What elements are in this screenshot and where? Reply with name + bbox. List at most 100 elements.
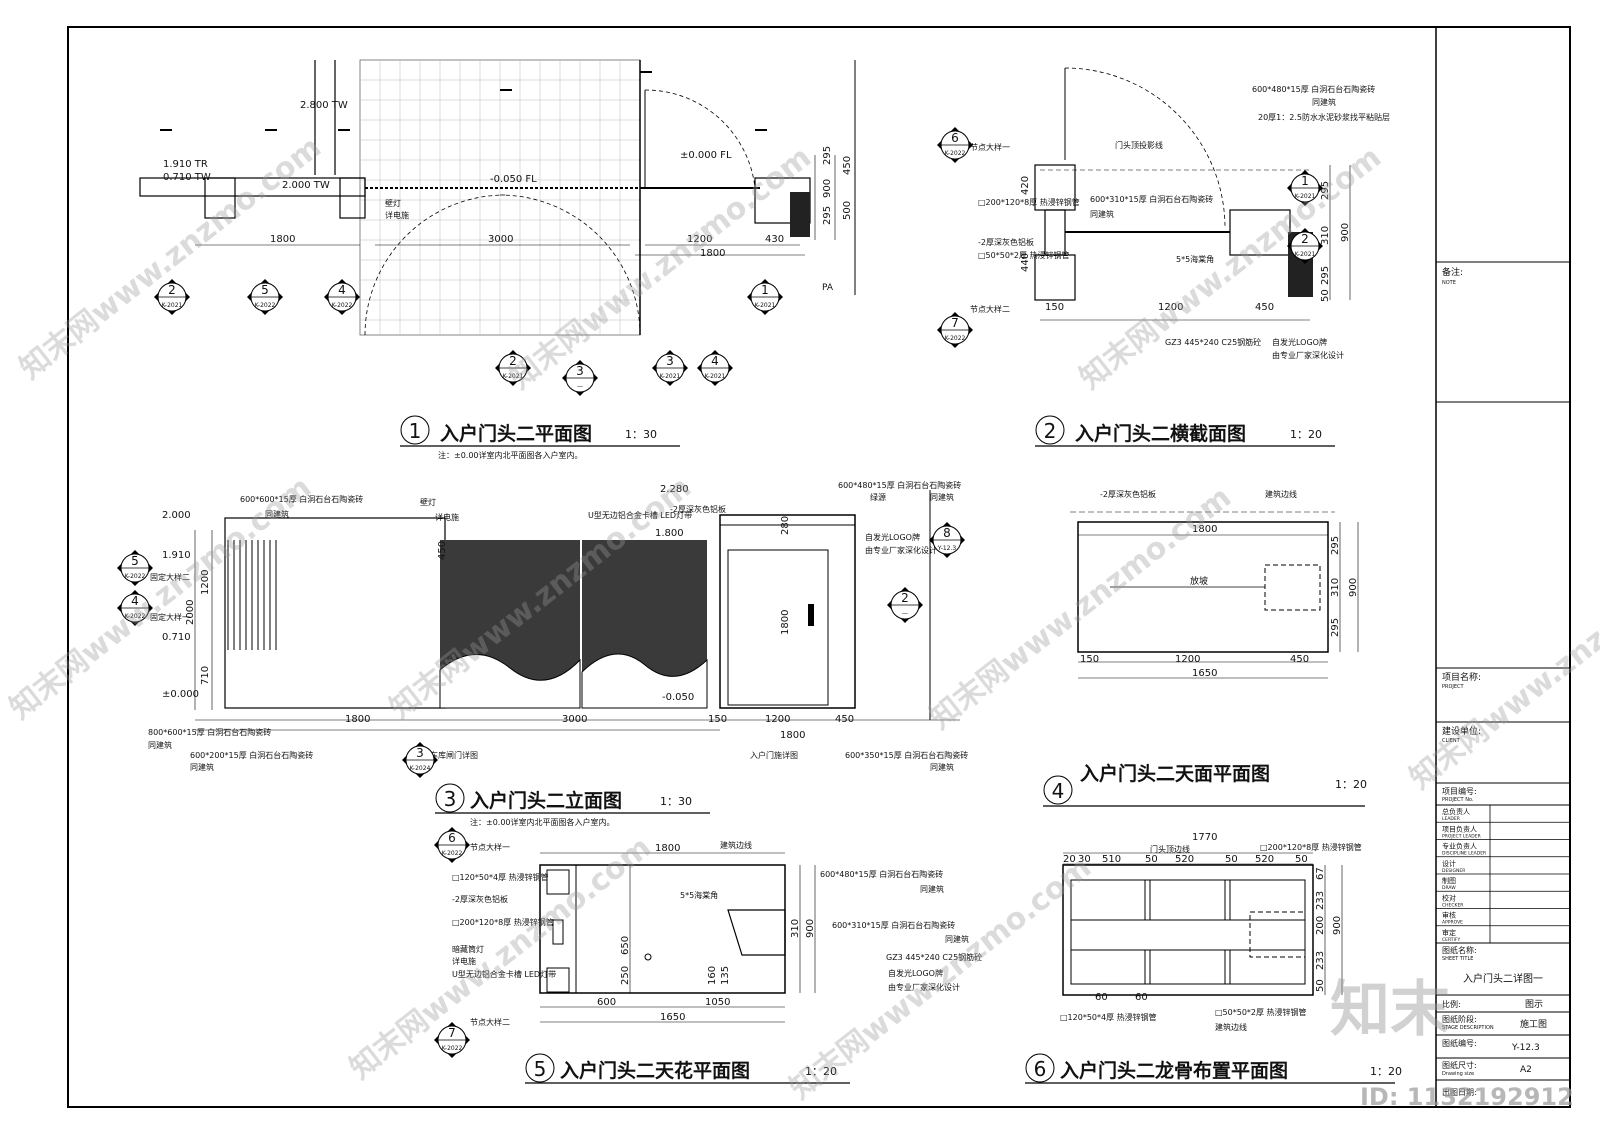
tb-note-label: 备注: — [1442, 266, 1463, 278]
tb-size-en: Drawing size — [1442, 1071, 1474, 1077]
c5-note-14: GZ3 445*240 C25钢筋砼 — [886, 952, 982, 962]
tb-row-cn: 设计 — [1442, 859, 1456, 868]
callout-sheet: K-2021 — [1295, 193, 1316, 200]
s2-note-6: 600*310*15厚 白洞石台石陶瓷砖 — [1090, 194, 1213, 204]
f6-note-2: □120*50*4厚 热浸锌钢管 — [1060, 1012, 1157, 1022]
plan1-dim-5: 295 — [822, 146, 833, 165]
plan1-elev-3: 2.000 TW — [282, 180, 330, 191]
tb-number-label: 图纸编号: — [1442, 1038, 1477, 1048]
callout-sheet: Y-12.3 — [937, 545, 957, 552]
tb-client-label: 建设单位: — [1442, 725, 1481, 737]
callout-number: 5 — [261, 283, 269, 297]
title-2: 入户门头二横截面图 — [1075, 422, 1246, 445]
s2-note-12: GZ3 445*240 C25钢筋砼 — [1165, 337, 1261, 347]
s2-note-0: 600*480*15厚 白洞石台石陶瓷砖 — [1252, 84, 1375, 94]
s2-dim-7: 900 — [1340, 223, 1351, 242]
f6-dim-14: 900 — [1332, 916, 1343, 935]
f6-note-3: □50*50*2厚 热浸锌钢管 — [1215, 1007, 1307, 1017]
e3-note-7: 同建筑 — [930, 492, 954, 502]
plan1-elev-0: 1.910 TR — [163, 159, 208, 170]
callout-sheet: K-2022 — [125, 573, 146, 580]
tb-stage-en: STAGE DESCRIPTION — [1442, 1025, 1494, 1031]
title-1-note: 注：±0.00详室内北平面图各入户室内。 — [438, 450, 583, 460]
drawing-1-plan: 1800 1200 1800 430 3000 295 450 295 500 … — [139, 59, 856, 460]
f6-note-1: □200*120*8厚 热浸锌钢管 — [1260, 842, 1362, 852]
f6-dim-5: 520 — [1175, 854, 1194, 865]
callout-number: 2 — [509, 354, 517, 368]
e3-note-20: 固定大样一 — [150, 612, 190, 622]
tb-stage-value: 施工图 — [1520, 1018, 1547, 1030]
s2-dim-8: 440 — [1020, 253, 1031, 272]
title-1-num: 1 — [409, 419, 422, 443]
f6-dim-3: 510 — [1102, 854, 1121, 865]
r4-dim-8: 900 — [1348, 578, 1359, 597]
e3-note-1: 同建筑 — [265, 509, 289, 519]
tb-scale-value: 图示 — [1525, 999, 1543, 1010]
callout-sheet: — — [577, 383, 583, 390]
c5-note-4: 暗藏筒灯 — [452, 944, 484, 954]
s2-note-14: 由专业厂家深化设计 — [1272, 350, 1344, 360]
watermark-id: ID: 1132192912 — [1360, 1083, 1574, 1111]
title-1-scale: 1：30 — [625, 428, 657, 441]
s2-dim-1: 450 — [1255, 302, 1274, 313]
title-3-scale: 1：30 — [660, 795, 692, 808]
watermark-8: 知末网www.znzmo.com — [343, 830, 658, 1087]
sheet-border — [67, 26, 1571, 1108]
callout-number: 3 — [576, 364, 584, 378]
r4-dim-5: 295 — [1330, 536, 1341, 555]
detail-callout: 7K-2022 — [937, 312, 973, 348]
c5-note-0: 节点大样一 — [470, 842, 510, 852]
c5-dim-5: 250 — [620, 966, 631, 985]
tb-row-cn: 专业负责人 — [1442, 842, 1477, 851]
s2-note-2: 20厚1：2.5防水水泥砂浆找平粘贴层 — [1258, 112, 1390, 122]
detail-callout: 6K-2022 — [937, 127, 973, 163]
f6-dim-2: 30 — [1078, 854, 1091, 865]
tb-row-cn: 项目负责人 — [1442, 824, 1477, 833]
e3-dim-3: 1200 — [765, 714, 790, 725]
c5-note-3: □200*120*8厚 热浸锌钢管 — [452, 917, 554, 927]
e3-note-5: -2厚深灰色铝板 — [670, 504, 726, 514]
plan1-note-2: PA — [822, 283, 834, 293]
r4-note-1: 建筑边线 — [1265, 489, 1297, 499]
c5-note-1: □120*50*4厚 热浸锌钢管 — [452, 872, 549, 882]
c5-note-10: 600*480*15厚 白洞石台石陶瓷砖 — [820, 869, 943, 879]
e3-dim-9: 280 — [780, 516, 791, 535]
tb-row-en: DISCIPLINE LEADER — [1442, 851, 1486, 857]
tb-row-en: CHECKER — [1442, 902, 1463, 908]
detail-callout: 3— — [562, 360, 598, 396]
callout-sheet: K-2021 — [162, 302, 183, 309]
title-3: 入户门头二立面图 — [470, 789, 622, 812]
e3-note-2: 壁灯 — [420, 497, 436, 507]
detail-callout: 1K-2021 — [747, 279, 783, 315]
f6-dim-9: 233 — [1315, 891, 1326, 910]
callout-number: 7 — [951, 316, 959, 330]
c5-note-5: 详电施 — [452, 956, 476, 966]
f6-dim-8: 50 — [1295, 854, 1308, 865]
s2-note-11: 节点大样二 — [970, 304, 1010, 314]
e3-note-18: 绿源 — [870, 493, 886, 502]
tb-row-cn: 总负责人 — [1442, 807, 1470, 816]
f6-dim-13: 50 — [1315, 979, 1326, 992]
callout-number: 6 — [448, 831, 456, 845]
tb-size-value: A2 — [1520, 1065, 1532, 1075]
callout-sheet: K-2021 — [660, 373, 681, 380]
tb-row-en: CERTIFY — [1442, 937, 1460, 943]
detail-callout: 2K-2021 — [1287, 228, 1323, 264]
e3-elev-5: 1.800 — [655, 528, 684, 539]
r4-dim-4: 1650 — [1192, 668, 1217, 679]
detail-callout: 2— — [887, 587, 923, 623]
tb-number-value: Y-12.3 — [1511, 1043, 1540, 1053]
c5-dim-6: 160 — [707, 966, 718, 985]
e3-dim-11: 450 — [437, 541, 448, 560]
r4-dim-1: 150 — [1080, 654, 1099, 665]
drawing-4-roof: -2厚深灰色铝板 建筑边线 放坡 1800 150 1200 450 1650 … — [1043, 489, 1367, 807]
e3-elev-1: 1.910 — [162, 550, 191, 561]
callout-sheet: K-2022 — [442, 850, 463, 857]
callout-sheet: K-2022 — [332, 302, 353, 309]
tb-row-en: PROJECT LEADER — [1442, 833, 1481, 839]
c5-dim-8: 310 — [790, 919, 801, 938]
callout-sheet: K-2021 — [705, 373, 726, 380]
e3-note-10: 800*600*15厚 白洞石台石陶瓷砖 — [148, 727, 271, 737]
title-3-note: 注：±0.00详室内北平面图各入户室内。 — [470, 817, 615, 827]
c5-note-13: 同建筑 — [945, 934, 969, 944]
